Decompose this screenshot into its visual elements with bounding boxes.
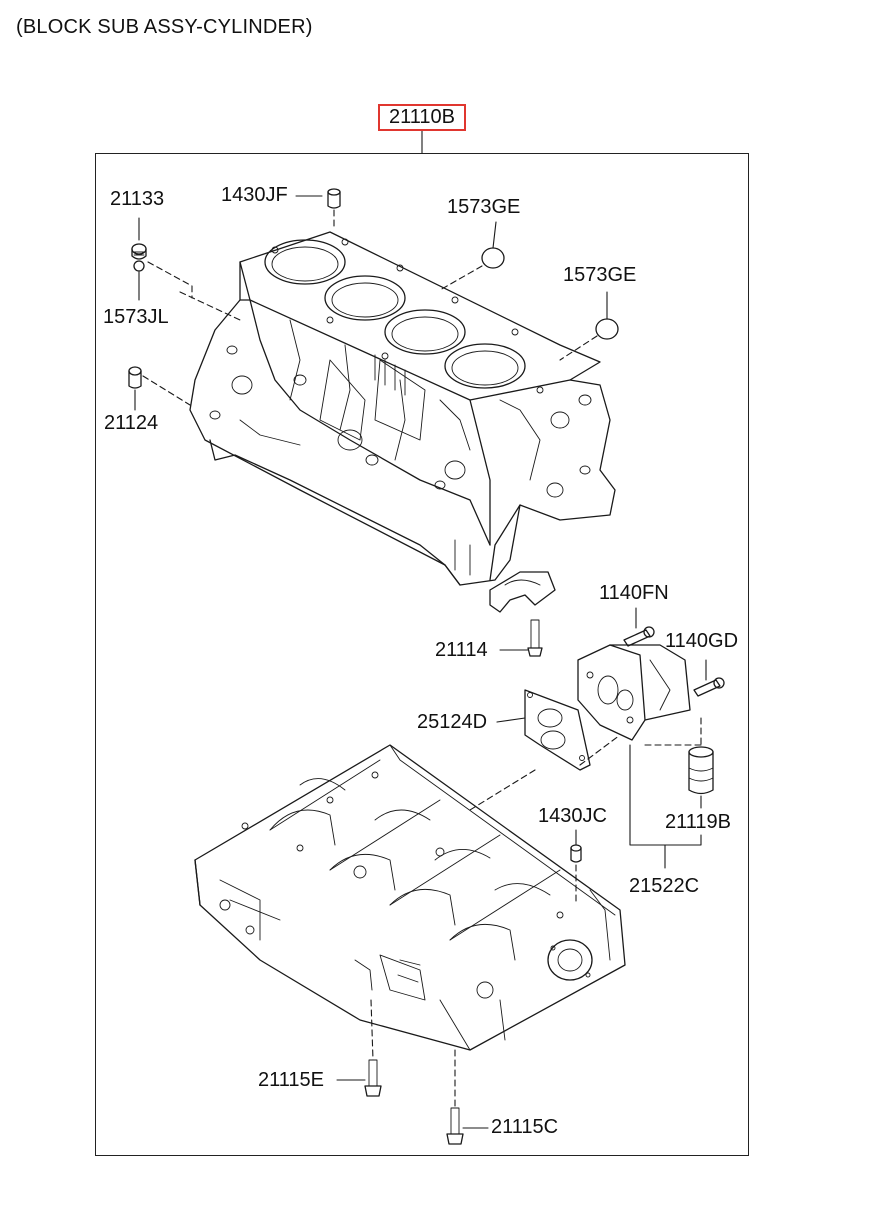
cylinder-block-illustration: [189, 231, 616, 586]
sleeve-21119b-illustration: [644, 717, 714, 809]
part-label-21114[interactable]: 21114: [435, 639, 488, 661]
plug-1573ge-b-illustration: [559, 291, 619, 361]
part-label-1573ge-a[interactable]: 1573GE: [447, 196, 521, 218]
part-label-1140gd[interactable]: 1140GD: [665, 630, 739, 652]
part-label-21522c[interactable]: 21522C: [629, 875, 700, 897]
bolt-21115e-illustration: [336, 999, 382, 1097]
part-label-21124[interactable]: 21124: [104, 412, 159, 434]
part-label-1430jf[interactable]: 1430JF: [221, 184, 288, 206]
part-label-25124d[interactable]: 25124D: [417, 711, 488, 733]
part-label-21115c[interactable]: 21115C: [491, 1116, 559, 1138]
part-label-21115e[interactable]: 21115E: [258, 1069, 324, 1091]
bolt-21115c-illustration: [446, 1049, 489, 1145]
part-label-1140fn[interactable]: 1140FN: [599, 582, 669, 604]
part-label-1573jl[interactable]: 1573JL: [103, 306, 169, 328]
bearing-cap-21114-illustration: [489, 571, 556, 657]
part-label-21133[interactable]: 21133: [110, 188, 165, 210]
assembly-part-number[interactable]: 21110B: [378, 104, 466, 131]
dowel-pin-1430jf-illustration: [295, 188, 341, 229]
lower-crankcase-illustration: [194, 744, 626, 1051]
bolt-1140fn-illustration: [623, 607, 655, 647]
gasket-25124d-illustration: [496, 689, 591, 771]
diagram-title: (BLOCK SUB ASSY-CYLINDER): [16, 16, 313, 38]
bolt-1140gd-illustration: [693, 659, 725, 697]
plug-21133-illustration: [131, 217, 147, 301]
part-label-1430jc[interactable]: 1430JC: [538, 805, 607, 827]
oil-filter-bracket-illustration: [577, 644, 691, 741]
plug-1573ge-a-illustration: [439, 221, 505, 291]
dowel-pin-1430jc-illustration: [570, 829, 582, 906]
part-label-1573ge-b[interactable]: 1573GE: [563, 264, 637, 286]
part-label-21119b[interactable]: 21119B: [665, 811, 731, 833]
pin-21124-illustration: [128, 366, 191, 411]
